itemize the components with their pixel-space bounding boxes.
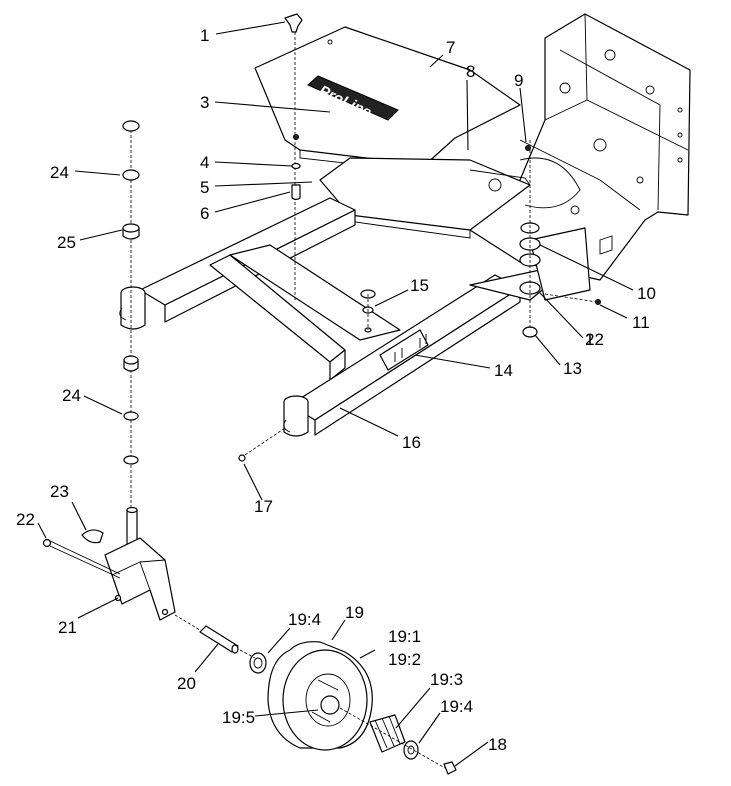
leader-lines — [37, 21, 634, 767]
proline-logo-plate — [307, 75, 399, 121]
callout-19-4-left: 19:4 — [288, 610, 321, 629]
callout-20: 20 — [177, 674, 196, 693]
callout-1: 1 — [200, 26, 209, 45]
small-hardware — [238, 13, 531, 462]
wheel-assembly — [239, 641, 457, 775]
callout-24-top: 24 — [50, 163, 69, 182]
callout-8: 8 — [466, 62, 475, 81]
callout-4: 4 — [200, 153, 209, 172]
callout-3: 3 — [200, 93, 209, 112]
callout-19-3: 19:3 — [430, 670, 463, 689]
rear-frame — [469, 13, 691, 281]
callout-23: 23 — [50, 482, 69, 501]
callout-7: 7 — [446, 38, 455, 57]
pivot-stack — [519, 140, 601, 338]
callout-19: 19 — [345, 603, 364, 622]
callout-25: 25 — [57, 233, 76, 252]
callout-17: 17 — [254, 497, 273, 516]
callout-6: 6 — [200, 204, 209, 223]
callout-13: 13 — [563, 359, 582, 378]
callout-21: 21 — [58, 618, 77, 637]
callout-11: 11 — [632, 313, 650, 332]
callout-5: 5 — [200, 178, 209, 197]
caster-stack — [122, 120, 140, 510]
caster-fork — [42, 506, 176, 621]
callout-2: 2 — [585, 330, 594, 349]
callout-10: 10 — [637, 284, 656, 303]
callout-12: 12 — [585, 330, 604, 349]
callouts: 1 2 3 4 5 6 7 8 9 10 11 12 13 14 15 16 1… — [16, 26, 656, 754]
callout-24-bottom: 24 — [62, 386, 81, 405]
callout-19-5: 19:5 — [222, 708, 255, 727]
callout-19-2: 19:2 — [388, 650, 421, 669]
callout-14: 14 — [494, 361, 513, 380]
callout-19-1: 19:1 — [388, 627, 421, 646]
callout-16: 16 — [402, 433, 421, 452]
callout-19-4-right: 19:4 — [440, 697, 473, 716]
axle-spacer — [174, 614, 239, 654]
callout-22: 22 — [16, 510, 35, 529]
callout-15: 15 — [410, 276, 429, 295]
callout-9: 9 — [514, 71, 523, 90]
main-frame — [119, 197, 591, 437]
callout-18: 18 — [488, 735, 507, 754]
